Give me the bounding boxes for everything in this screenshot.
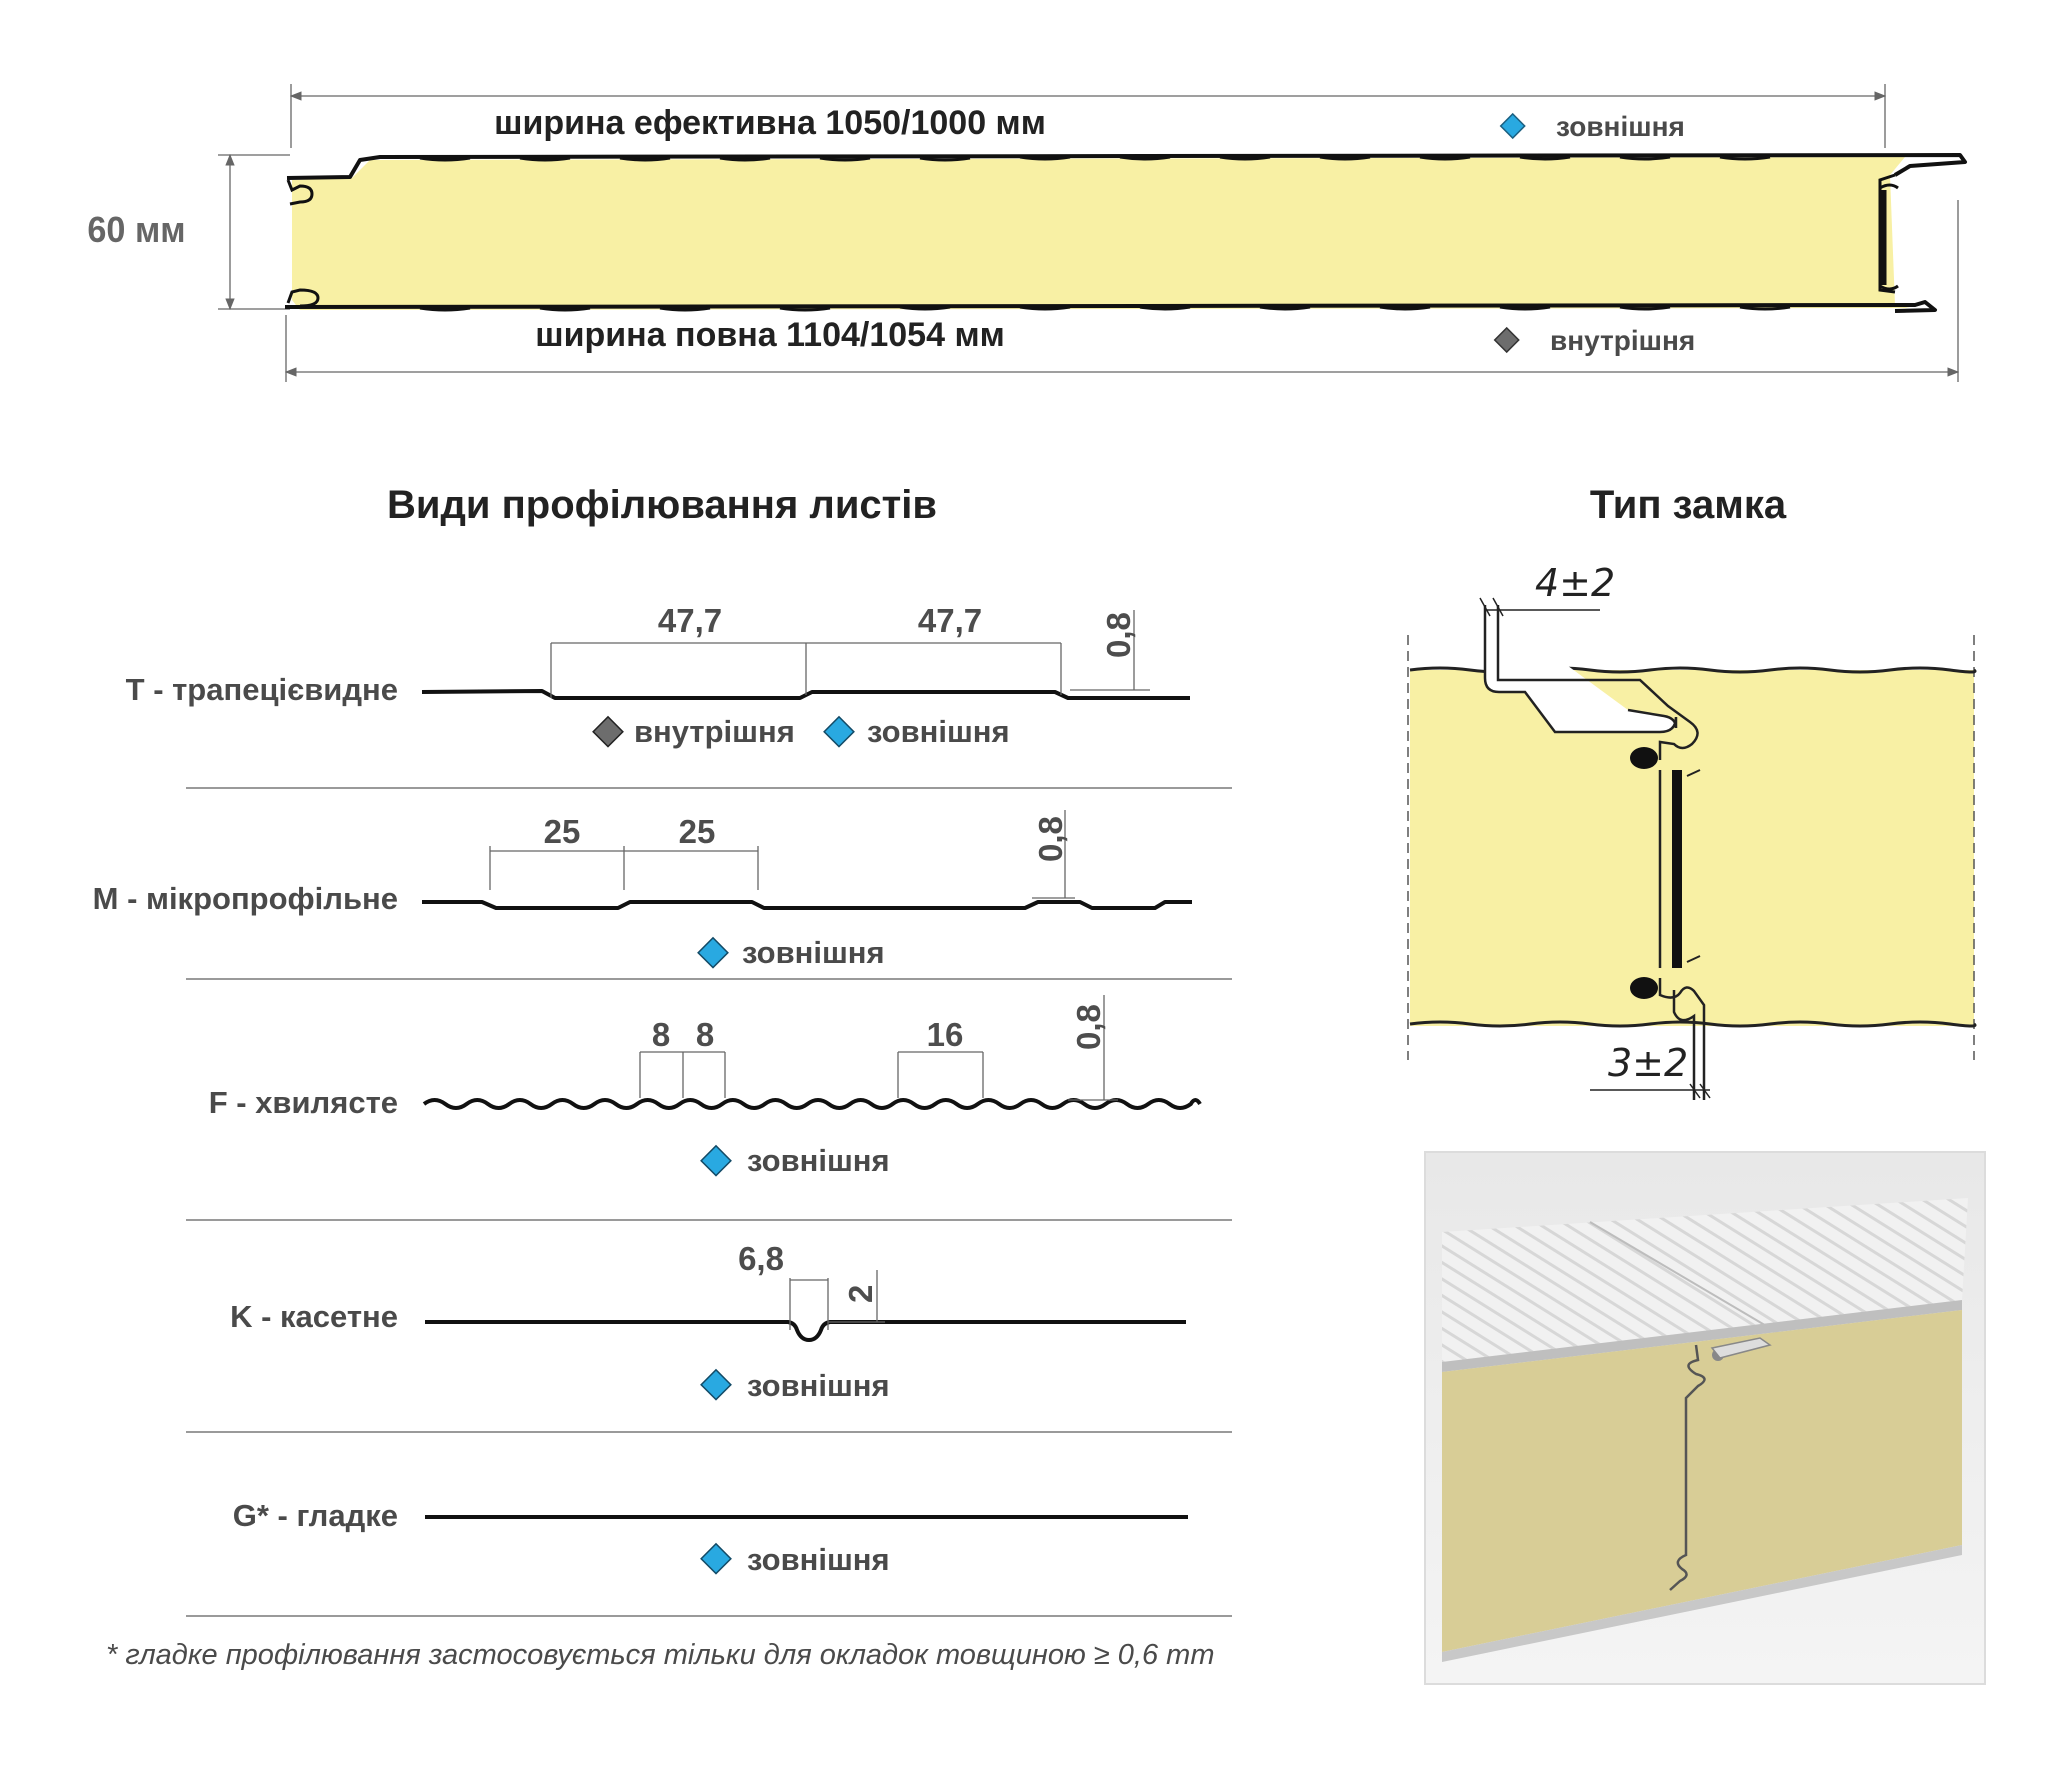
outer-side-marker-icon <box>1499 112 1526 140</box>
lock-insert <box>1672 770 1682 968</box>
lock-section-title: Тип замка <box>1590 483 1787 527</box>
illustration-top-surface <box>1442 1198 1968 1362</box>
profile-k-side-1: зовнішня <box>747 1368 890 1403</box>
profile-f-dim-1: 8 <box>652 1016 670 1053</box>
profile-k: K - касетне 6,8 2 зовнішня <box>230 1240 1186 1403</box>
profile-k-dim-2: 2 <box>842 1285 879 1303</box>
profile-g-outer-marker-icon <box>700 1542 732 1575</box>
profile-m-side-1: зовнішня <box>742 935 885 970</box>
profile-g-label: G* - гладке <box>233 1498 398 1533</box>
profile-f-line <box>422 1098 1202 1110</box>
profile-t-dim-2: 47,7 <box>918 602 982 639</box>
profile-t-dim-1: 47,7 <box>658 602 722 639</box>
profile-f-label: F - хвилясте <box>209 1085 398 1120</box>
profile-t-label: T - трапецієвидне <box>126 672 398 707</box>
profile-g-side-1: зовнішня <box>747 1542 890 1577</box>
panel-core <box>292 157 1910 310</box>
legend-inner-label: внутрішня <box>1550 325 1695 356</box>
panel-top-sheet <box>286 153 1967 180</box>
lock-core <box>1410 670 1974 1026</box>
profile-f-outer-marker-icon <box>700 1144 732 1177</box>
full-width-label: ширина повна 1104/1054 мм <box>535 316 1005 354</box>
legend-outer-label: зовнішня <box>1556 111 1685 142</box>
lock-seal-top <box>1630 747 1658 769</box>
illustration-core <box>1442 1310 1962 1652</box>
panel-cross-section: ширина ефективна 1050/1000 мм зовнішня 6… <box>87 84 1967 382</box>
profile-m-line <box>422 900 1192 910</box>
profile-k-outer-marker-icon <box>700 1368 732 1401</box>
profile-t-side-2: зовнішня <box>867 714 1010 749</box>
lock-bottom-tolerance: 3±2 <box>1608 1041 1688 1085</box>
panel-bottom-sheet <box>284 300 1937 313</box>
profile-t-side-1: внутрішня <box>634 714 795 749</box>
profile-f: F - хвилясте 8 8 16 0,8 зовнішня <box>209 995 1202 1178</box>
profiles-section-title: Види профілювання листів <box>387 483 937 527</box>
effective-width-label: ширина ефективна 1050/1000 мм <box>494 104 1046 142</box>
profile-t-outer-marker-icon <box>823 715 855 748</box>
profile-k-label: K - касетне <box>230 1299 398 1334</box>
inner-side-marker-icon <box>1493 326 1520 354</box>
profile-t-inner-marker-icon <box>592 715 624 748</box>
panel-joint-illustration <box>1424 1151 1986 1685</box>
profile-m-dim-1: 25 <box>544 813 581 850</box>
profile-f-side-1: зовнішня <box>747 1143 890 1178</box>
profile-k-line <box>425 1320 1186 1342</box>
lock-drawing: 4±2 3±2 <box>1407 561 1977 1100</box>
profile-t-dim-3: 0,8 <box>1100 612 1137 658</box>
profile-f-dim-2: 8 <box>696 1016 714 1053</box>
profile-k-dim-1: 6,8 <box>738 1240 784 1277</box>
profile-m-outer-marker-icon <box>697 936 729 969</box>
profile-f-dim-4: 0,8 <box>1070 1004 1107 1050</box>
profile-f-dim-3: 16 <box>927 1016 964 1053</box>
height-label: 60 мм <box>87 210 185 250</box>
profile-t: T - трапецієвидне 47,7 47,7 0,8 внутрішн… <box>126 602 1190 749</box>
footnote: * гладке профілювання застосовується тіл… <box>106 1639 1214 1671</box>
profile-m-dim-2: 25 <box>679 813 716 850</box>
profile-m-label: M - мікропрофільне <box>93 881 398 916</box>
profile-m-dim-3: 0,8 <box>1032 816 1069 862</box>
profile-m: M - мікропрофільне 25 25 0,8 зовнішня <box>93 810 1192 970</box>
profile-g: G* - гладке зовнішня <box>233 1498 1188 1577</box>
lock-seal-bottom <box>1630 977 1658 999</box>
lock-top-tolerance: 4±2 <box>1535 561 1615 605</box>
